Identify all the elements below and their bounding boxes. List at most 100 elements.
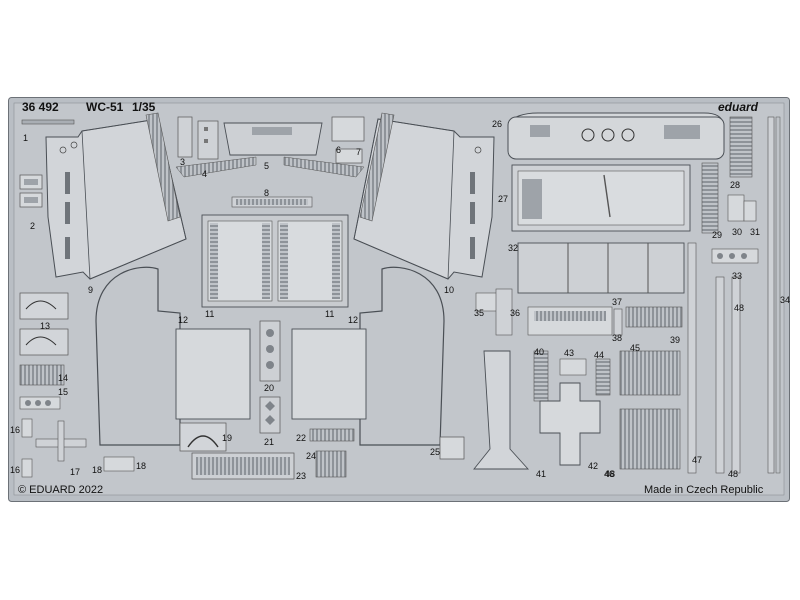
part-24 — [315, 450, 347, 478]
part-number: 31 — [750, 227, 761, 237]
part-8 — [231, 196, 313, 208]
part-number: 25 — [430, 447, 441, 457]
part-27 — [511, 164, 691, 232]
part-38 — [613, 308, 623, 336]
part-number: 19 — [222, 433, 233, 443]
part-4 — [197, 120, 219, 160]
part-44 — [595, 358, 611, 396]
part-number: 44 — [594, 350, 605, 360]
part-number: 40 — [534, 347, 545, 357]
part-number: 33 — [732, 271, 743, 281]
part-number: 10 — [444, 285, 455, 295]
part-5 — [223, 122, 323, 156]
part-48 — [715, 276, 741, 474]
set-number: 36 492 — [22, 100, 59, 114]
part-46 — [619, 408, 681, 470]
part-number: 27 — [498, 194, 509, 204]
part-45 — [619, 350, 681, 396]
part-14 — [19, 364, 65, 386]
part-number: 3 — [180, 157, 186, 167]
part-number: 17 — [70, 467, 81, 477]
part-number: 38 — [612, 333, 623, 343]
part-number: 42 — [588, 461, 599, 471]
part-number: 8 — [264, 188, 270, 198]
photo-etch-fret — [8, 97, 790, 502]
part-40 — [533, 350, 549, 402]
part-15 — [19, 396, 61, 410]
part-number: 34 — [780, 295, 791, 305]
part-number: 39 — [670, 335, 681, 345]
copyright: © EDUARD 2022 — [18, 484, 104, 496]
part-19 — [179, 422, 227, 452]
part-number: 41 — [536, 469, 547, 479]
part-41 — [473, 350, 530, 470]
part-20 — [259, 320, 281, 382]
part-33 — [711, 248, 759, 264]
part-number: 21 — [264, 437, 275, 447]
part-number: 18 — [136, 461, 147, 471]
part-17 — [35, 420, 87, 462]
part-number: 9 — [88, 285, 94, 295]
part-32 — [517, 242, 685, 294]
part-number: 35 — [474, 308, 485, 318]
part-number: 1 — [23, 133, 29, 143]
part-number: 11 — [205, 309, 215, 319]
part-43 — [559, 358, 587, 376]
part-18 — [103, 456, 135, 472]
part-number: 32 — [508, 243, 519, 253]
part-number: 23 — [296, 471, 307, 481]
part-39 — [625, 306, 683, 328]
part-number: 6 — [336, 145, 342, 155]
part-number: 16 — [10, 465, 21, 475]
part-25 — [439, 436, 465, 460]
part-9 — [45, 118, 187, 280]
part-number: 37 — [612, 297, 623, 307]
part-16b — [21, 458, 33, 478]
part-number: 5 — [264, 161, 270, 171]
part-number: 4 — [202, 169, 208, 179]
part-number: 45 — [630, 343, 641, 353]
part-number: 20 — [264, 383, 275, 393]
part-22 — [309, 428, 355, 442]
part-number: 22 — [296, 433, 307, 443]
part-number: 48 — [734, 303, 745, 313]
part-47 — [687, 242, 697, 474]
part-number: 48 — [605, 469, 616, 479]
part-number: 13 — [40, 321, 51, 331]
part-number: 7 — [356, 147, 362, 157]
part-11 — [201, 214, 349, 308]
brand-logo: eduard — [718, 100, 759, 114]
model-name: WC-51 — [86, 100, 124, 114]
part-number: 29 — [712, 230, 723, 240]
part-number: 12 — [348, 315, 359, 325]
part-10 — [353, 118, 495, 280]
part-13 — [19, 292, 69, 356]
part-21 — [259, 396, 281, 434]
part-6 — [331, 116, 365, 142]
part-12 — [95, 266, 445, 446]
part-36 — [495, 288, 513, 336]
part-number: 14 — [58, 373, 69, 383]
part-42 — [539, 382, 601, 466]
part-26 — [507, 112, 725, 160]
part-number: 16 — [10, 425, 21, 435]
part-number: 15 — [58, 387, 69, 397]
part-16 — [21, 418, 33, 438]
part-30 — [727, 194, 745, 222]
part-7 — [335, 148, 363, 164]
part-34 — [767, 116, 781, 474]
part-1 — [21, 119, 75, 125]
part-number: 18 — [92, 465, 103, 475]
part-number: 2 — [30, 221, 36, 231]
part-number: 43 — [564, 348, 575, 358]
part-29 — [701, 162, 719, 234]
part-number: 36 — [510, 308, 521, 318]
part-23 — [191, 452, 295, 480]
part-number: 12 — [178, 315, 189, 325]
part-37 — [527, 306, 613, 336]
part-number: 48 — [728, 469, 739, 479]
part-number: 24 — [306, 451, 317, 461]
part-number: 30 — [732, 227, 743, 237]
scale: 1/35 — [132, 100, 156, 114]
origin-text: Made in Czech Republic — [644, 484, 764, 496]
